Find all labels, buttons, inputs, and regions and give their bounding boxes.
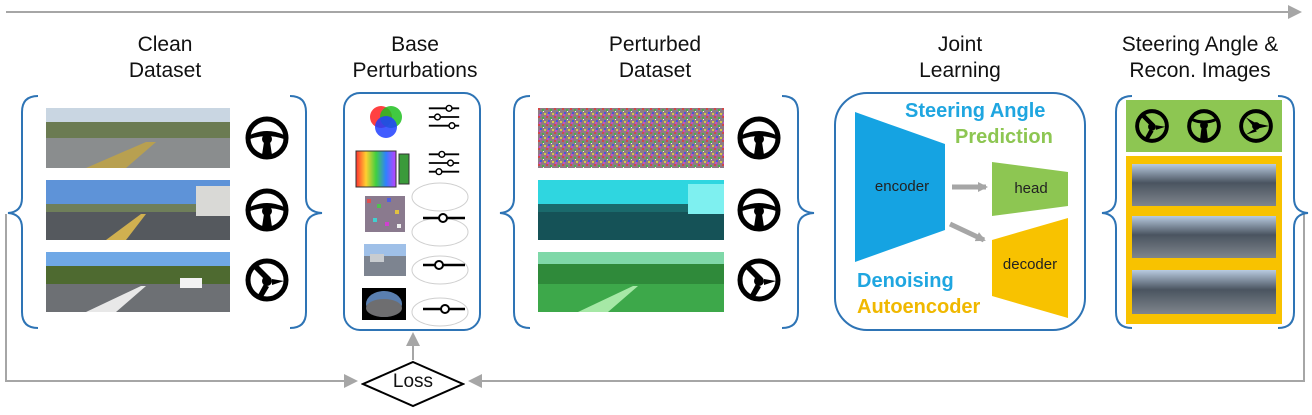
steering-wheel-icon	[737, 116, 781, 160]
clean-road-image-3	[46, 252, 230, 312]
decoder-label: decoder	[1002, 256, 1058, 273]
decoder-shape	[992, 218, 1068, 318]
title-joint-learning: Joint Learning	[919, 33, 1001, 82]
denoising-label: Denoising	[857, 270, 954, 292]
clean-road-image-2	[46, 180, 230, 240]
autoencoder-label: Autoencoder	[857, 296, 981, 318]
slider-icon	[428, 104, 460, 130]
noise-icon	[365, 196, 405, 232]
reconstructed-image-2	[1132, 216, 1276, 258]
clean-road-image-1	[46, 108, 230, 168]
title-clean-dataset: Clean Dataset	[128, 33, 202, 82]
bracket-perturbed-left	[499, 95, 531, 329]
base-perturbations-box	[343, 92, 481, 331]
bracket-clean-right	[289, 95, 323, 329]
fisheye-image-icon	[362, 288, 406, 320]
encoder-to-decoder-arrow	[948, 221, 986, 243]
color-gradient-icon	[355, 150, 410, 188]
blur-image-icon	[364, 244, 406, 276]
loss-diamond-icon	[361, 360, 465, 408]
title-base-perturbations: Base Perturbations	[352, 33, 478, 82]
reconstructed-image-3	[1132, 270, 1276, 314]
prediction-label: Prediction	[955, 126, 1053, 148]
steering-angle-label: Steering Angle	[905, 100, 1046, 122]
encoder-label: encoder	[874, 178, 930, 195]
slider-icon	[423, 260, 465, 270]
bracket-perturbed-right	[781, 95, 815, 329]
steering-wheel-icon	[1239, 109, 1273, 143]
loop-right-line	[468, 214, 1305, 388]
cloud-outlines	[411, 182, 469, 327]
steering-wheel-icon	[245, 258, 289, 302]
color-wheel-icon	[370, 106, 402, 138]
bracket-clean-left	[7, 95, 39, 329]
loop-left-line	[5, 214, 358, 388]
perturbed-cyan-image	[538, 180, 724, 240]
slider-icon	[428, 150, 460, 176]
reconstructed-image-1	[1132, 164, 1276, 206]
title-steering-recon: Steering Angle & Recon. Images	[1121, 33, 1279, 82]
steering-wheel-icon	[737, 188, 781, 232]
steering-wheel-icon	[1135, 109, 1169, 143]
encoder-shape	[855, 112, 945, 262]
joint-learning-box	[834, 92, 1086, 331]
steering-wheel-icon	[245, 188, 289, 232]
perturbed-noise-image	[538, 108, 724, 168]
steering-wheel-icon	[737, 258, 781, 302]
bracket-output-right	[1277, 95, 1309, 329]
steering-wheel-icon	[245, 116, 289, 160]
slider-icon	[423, 304, 465, 314]
slider-icon	[423, 213, 465, 223]
head-shape	[992, 162, 1068, 216]
head-label: head	[1014, 180, 1048, 197]
perturbed-green-image	[538, 252, 724, 312]
bracket-output-left	[1101, 95, 1133, 329]
title-perturbed-dataset: Perturbed Dataset	[608, 33, 702, 82]
steering-wheel-icon	[1187, 109, 1221, 143]
loss-label: Loss	[392, 371, 434, 392]
